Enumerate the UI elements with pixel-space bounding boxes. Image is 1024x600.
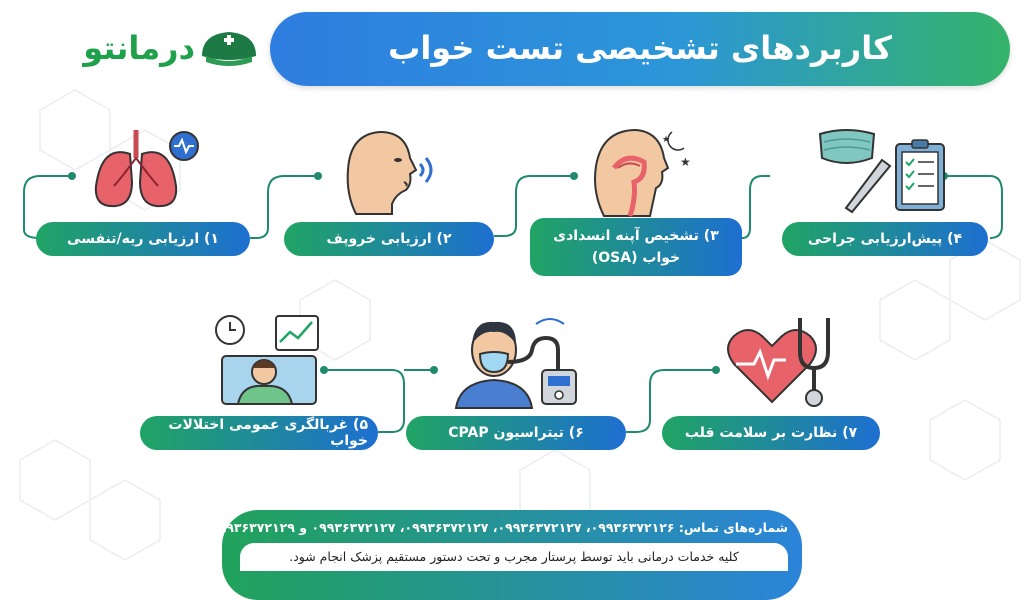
sleep-monitor-icon	[215, 315, 319, 405]
svg-text:★: ★	[680, 155, 691, 169]
surgery-checklist-icon	[818, 129, 945, 214]
item-3-label-line1: ۳) تشخیص آپنه انسدادی	[553, 228, 719, 244]
nurse-cap-logo-icon	[202, 32, 256, 66]
disclaimer-note: کلیه خدمات درمانی باید توسط پرستار مجرب …	[240, 543, 788, 571]
contact-phone-numbers: شماره‌های تماس: ۰۹۹۳۶۳۷۲۱۲۶، ۰۹۹۳۶۳۷۲۱۲۷…	[211, 520, 788, 535]
brand-logo-text: درمانتو	[83, 29, 195, 67]
item-7-pill: ۷) نظارت بر سلامت قلب	[662, 416, 880, 450]
item-4-label: ۴) پیش‌ارزیابی جراحی	[807, 231, 963, 247]
item-1-label: ۱) ارزیابی ریه/تنفسی	[67, 231, 219, 247]
item-5-pill: ۵) غربالگری عمومی اختلالات خواب	[140, 416, 378, 450]
item-6-pill: ۶) تیتراسیون CPAP	[406, 416, 626, 450]
item-2-pill: ۲) ارزیابی خروپف	[284, 222, 494, 256]
svg-text:★: ★	[662, 135, 670, 145]
heart-stethoscope-icon	[727, 318, 830, 407]
cpap-mask-icon	[454, 318, 577, 409]
item-1-pill: ۱) ارزیابی ریه/تنفسی	[36, 222, 250, 256]
lungs-icon	[94, 130, 199, 208]
item-5-label: ۵) غربالگری عمومی اختلالات خواب	[168, 417, 368, 449]
airway-apnea-icon: ★ ★	[594, 128, 691, 217]
page-title: کاربردهای تشخیصی تست خواب	[388, 29, 892, 67]
item-7-label: ۷) نظارت بر سلامت قلب	[684, 425, 858, 441]
snoring-head-icon	[346, 130, 433, 215]
title-banner	[270, 12, 1010, 86]
item-4-pill: ۴) پیش‌ارزیابی جراحی	[782, 222, 988, 256]
item-3-pill: ۳) تشخیص آپنه انسدادی خواب (OSA)	[530, 218, 742, 276]
item-3-label-line2: خواب (OSA)	[591, 250, 681, 266]
item-2-label: ۲) ارزیابی خروپف	[326, 231, 452, 247]
item-6-label: ۶) تیتراسیون CPAP	[448, 425, 584, 441]
